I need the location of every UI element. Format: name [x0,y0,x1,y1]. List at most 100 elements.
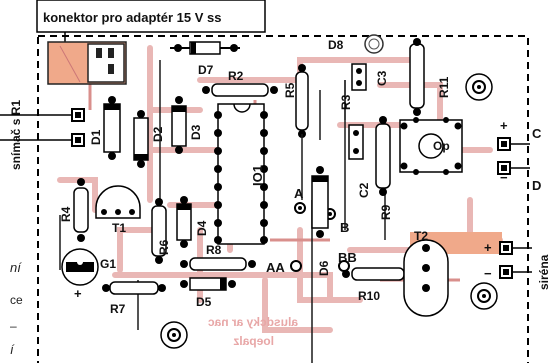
c-label: C [532,126,542,141]
d2-body [133,117,149,161]
d5-band [220,278,226,290]
r11-label: R11 [437,76,451,98]
g1-label: G1 [100,257,116,271]
point-bb [338,260,350,272]
r2-pad-1 [202,86,210,94]
d4-label: D4 [195,220,209,236]
d8-led-inner [368,38,380,50]
side-fragment-2: ce [10,293,23,307]
r4-label: R4 [59,206,73,222]
t1-label: T1 [112,221,126,235]
d3-pad-1 [175,96,183,104]
c2-label: C2 [357,182,371,198]
d6-pad-1 [316,166,324,174]
connector-hatch [59,45,81,83]
r8-label: R8 [206,243,222,257]
mirror-text-1: alusdcky ar nac [208,315,298,329]
d4-band [177,204,191,210]
side-fragment-1: ní [10,260,22,275]
point-a-center [298,206,302,210]
g1-stripe [66,262,94,272]
sensor-label: snímač s R1 [9,100,23,170]
r6-pad-2 [155,256,163,264]
mirror-text-group: alusdcky ar nac loepalz [208,315,298,348]
d4-pad-2 [180,240,188,248]
r2-pad-2 [270,86,278,94]
d5-pad-2 [228,280,236,288]
c2-body [348,124,364,160]
r10-label: R10 [358,289,380,303]
r9-label: R9 [379,204,393,220]
io1-label: IO1 [250,165,265,186]
r4-body [73,187,89,233]
op-outline [418,133,444,159]
r9-body [375,123,391,189]
r4-pad-1 [77,178,85,186]
r5-label: R5 [283,82,297,98]
r11-pad-2 [413,108,421,116]
io1-body [217,103,265,245]
d7-body [189,41,221,55]
point-b-center [328,212,332,216]
d-pad-hole [501,165,507,171]
plus-label-1: + [500,118,508,133]
g1-plus: + [74,286,82,301]
t2-pin-3 [422,284,430,292]
d2-pad-2 [137,160,145,168]
d3-pad-2 [175,146,183,154]
aa-label: AA [266,260,285,275]
siren-pad-minus-hole [503,269,509,275]
r5-pad-1 [298,64,306,72]
d2-label: D2 [151,126,165,142]
d3-label: D3 [189,124,203,140]
d1-label: D1 [89,129,103,145]
io1-notch [233,103,251,113]
r7-label: R7 [110,302,126,316]
r6-label: R6 [157,239,171,255]
c2-pad-1 [353,130,359,136]
r10-pad-1 [342,270,350,278]
r5-body [295,71,309,131]
r2-label: R2 [228,69,244,83]
r10-body [351,267,405,281]
d7-label: D7 [198,63,214,77]
r11-body [409,43,425,109]
mounting-hole-top-inner [472,80,486,94]
power-connector-body [87,43,125,83]
d1-pad-1 [108,96,116,104]
connector-pin-1 [96,48,102,58]
c-pad-hole [501,141,507,147]
c3-label: C3 [375,70,389,86]
r9-pad-1 [379,116,387,124]
d1-body [103,103,121,153]
g1-pin [77,259,83,265]
side-fragment-4: í [10,342,15,357]
r6-pad-1 [155,198,163,206]
mounting-hole-bottom-center [172,333,176,337]
c3-pad-2 [356,80,362,86]
sensor-pad-1-hole [75,112,81,118]
t2-pin-1 [422,244,430,252]
d7-pad-1 [174,44,182,52]
r7-body [109,281,159,295]
d2-band [134,154,148,160]
op-pins [400,117,462,175]
a-label: A [294,186,304,201]
plus-label-2: + [484,240,492,255]
t1-pin-2 [115,209,121,215]
r7-pad-1 [102,284,110,292]
mirror-text-2: loepalz [233,334,274,348]
mounting-hole-bottom-inner [167,328,181,342]
t2-pin-2 [422,264,430,272]
op-body [399,119,463,173]
r2-body [211,83,269,97]
r4-pad-2 [77,234,85,242]
sensor-pad-2-hole [75,137,81,143]
t1-body [95,185,141,219]
t2-body [403,239,449,317]
siren-pad-plus-hole [503,245,509,251]
t2-label: T2 [414,229,428,243]
r8-body [189,257,247,271]
